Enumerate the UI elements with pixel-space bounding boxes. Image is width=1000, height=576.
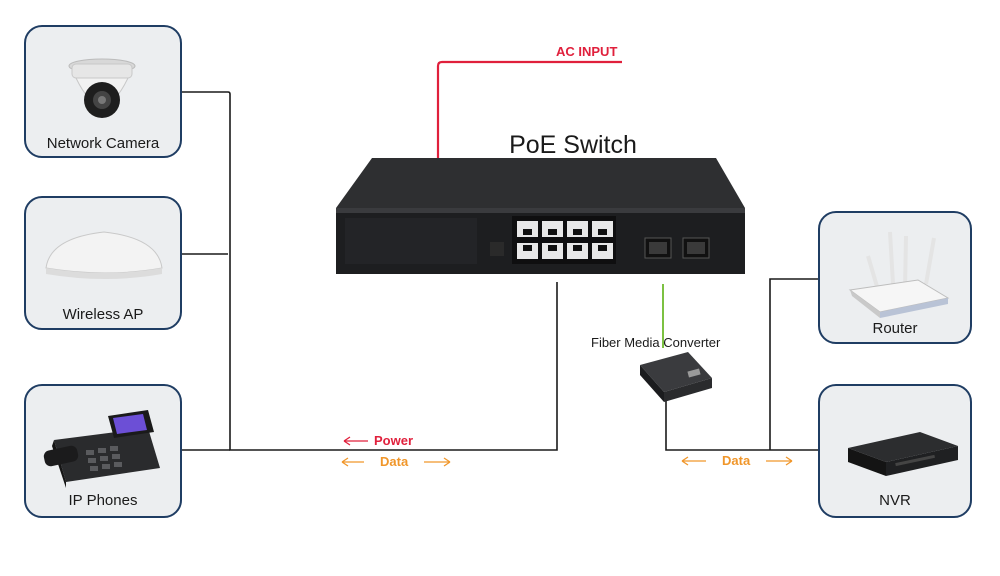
legend-arrows	[341, 436, 793, 467]
data-label-left: Data	[380, 454, 409, 469]
wap-card: Wireless AP	[24, 196, 182, 330]
fiber-converter-label: Fiber Media Converter	[591, 335, 721, 350]
nvr-card: NVR	[818, 384, 972, 518]
cable-converter-to-nvr	[665, 398, 818, 451]
diagram-title: PoE Switch	[509, 131, 637, 159]
cable-router	[769, 278, 818, 450]
camera-card: Network Camera	[24, 25, 182, 158]
power-label: Power	[374, 433, 414, 448]
data-label-right: Data	[722, 453, 751, 468]
ac-input-label: AC INPUT	[556, 44, 618, 59]
phone-label: IP Phones	[68, 492, 138, 509]
poe-switch-icon	[336, 158, 745, 274]
ac-input-line	[436, 60, 622, 158]
media-converter-icon	[640, 352, 712, 402]
phone-card: IP Phones	[24, 384, 182, 518]
router-label: Router	[872, 320, 918, 337]
router-card: Router	[818, 211, 972, 344]
wap-label: Wireless AP	[62, 306, 144, 323]
cable-lines	[182, 91, 818, 451]
nvr-label: NVR	[879, 492, 911, 509]
cable-camera-to-switch	[182, 91, 558, 451]
camera-label: Network Camera	[46, 135, 160, 152]
